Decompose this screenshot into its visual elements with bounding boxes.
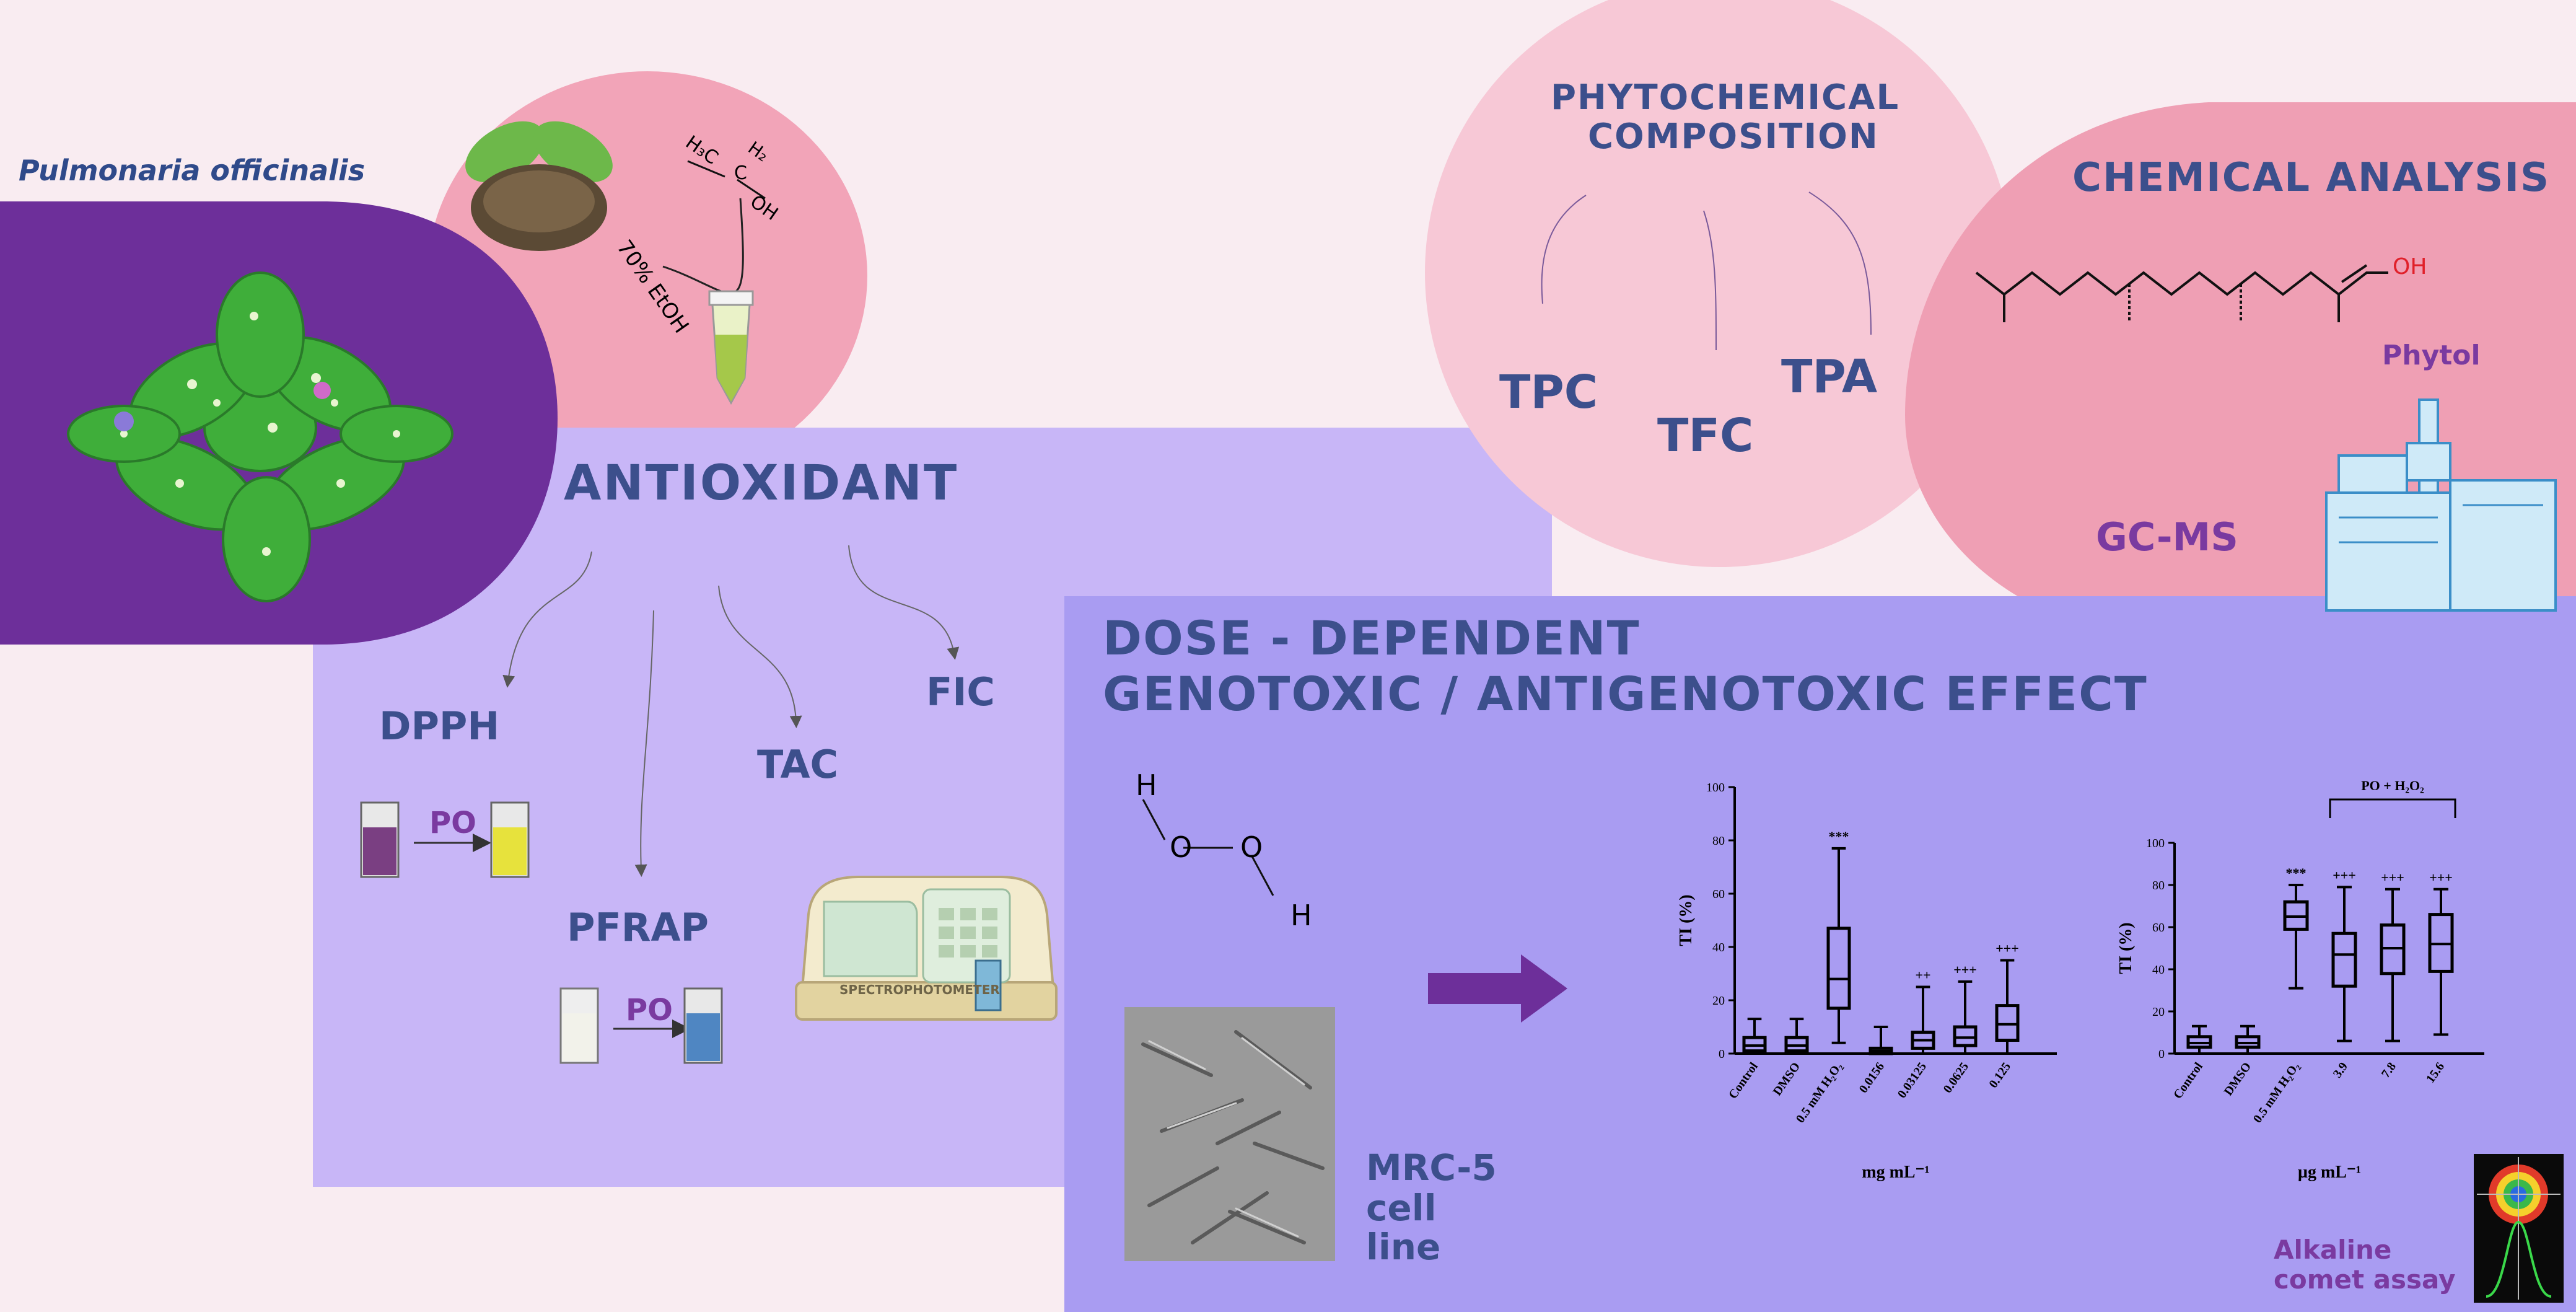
x-tick-label: 0.5 mM H₂O₂ [2251, 1060, 2302, 1125]
y-axis-label: TI (%) [1676, 894, 1696, 946]
antioxidant-arrows [502, 545, 960, 877]
phytochemical-title-1: PHYTOCHEMICAL [1551, 77, 1900, 118]
pfrap-cuvettes [559, 987, 723, 1064]
y-tick-label: 100 [2146, 837, 2165, 850]
plant-icon [67, 271, 453, 602]
x-axis-label: µg mL⁻¹ [2298, 1163, 2361, 1182]
genotox-title-2: GENOTOXIC / ANTIGENOTOXIC EFFECT [1103, 666, 2148, 721]
x-tick-label: Control [2171, 1060, 2206, 1101]
box [1953, 1025, 1978, 1047]
y-tick-label: 60 [2152, 921, 2165, 935]
significance-label: ++ [1915, 967, 1930, 983]
assay-pfrap: PFRAP [567, 905, 709, 950]
phyto-tpc: TPC [1499, 366, 1598, 419]
x-tick-label: Control [1726, 1060, 1761, 1101]
spectrophotometer-label: SPECTROPHOTOMETER [839, 982, 1000, 997]
phytol-oh: OH [2393, 254, 2427, 280]
y-tick-label: 0 [1719, 1047, 1725, 1061]
dpph-po-label: PO [429, 806, 476, 840]
gcms-instrument-icon [2325, 398, 2557, 612]
significance-label: +++ [2333, 867, 2356, 883]
chart2: 0 20 40 60 80 100 TI (%) Control DMSO *** 0.5 mM H… [2088, 778, 2521, 1182]
cell-line-1: MRC-5 [1366, 1147, 1497, 1189]
phyto-tpa: TPA [1781, 350, 1878, 403]
h2o2-h2: H [1290, 899, 1312, 932]
h2o2-o1: O [1170, 830, 1193, 864]
gcms-label: GC-MS [2096, 514, 2238, 560]
h2o2-h1: H [1136, 768, 1157, 802]
y-tick-label: 40 [1712, 941, 1725, 954]
phytochemical-circle [1425, 0, 2013, 567]
h2o2-o2: O [1240, 830, 1263, 864]
chemical-analysis-title: CHEMICAL ANALYSIS [2072, 155, 2551, 201]
y-axis-label: TI (%) [2116, 922, 2136, 974]
x-tick-label: DMSO [2222, 1060, 2254, 1098]
significance-label: *** [2286, 865, 2307, 881]
dried-herb-icon [465, 121, 613, 251]
box [1784, 1036, 1809, 1053]
phytochemical-lines [1541, 192, 1872, 351]
dpph-cuvettes [360, 801, 530, 878]
cell-line-2: cell [1366, 1187, 1437, 1229]
x-tick-label: 15.6 [2424, 1060, 2447, 1085]
pfrap-po-label: PO [626, 993, 673, 1028]
group-bracket [2329, 798, 2456, 818]
x-tick-label: 0.0156 [1857, 1060, 1888, 1096]
significance-label: +++ [2429, 870, 2453, 885]
phyto-tfc: TFC [1657, 409, 1754, 462]
comet-image-icon [2474, 1154, 2564, 1303]
right-arrow-icon [1428, 954, 1567, 1023]
x-axis-label: mg mL⁻¹ [1862, 1163, 1930, 1182]
box [1742, 1036, 1767, 1053]
x-tick-label: 0.125 [1986, 1060, 2013, 1090]
y-tick-label: 80 [1712, 834, 1725, 848]
cell-line-3: line [1366, 1226, 1441, 1268]
x-tick-label: 0.03125 [1895, 1060, 1929, 1101]
significance-label: +++ [2381, 870, 2404, 885]
assay-dpph: DPPH [379, 703, 500, 749]
cell-micrograph [1124, 1007, 1335, 1261]
chart2-svg: 0 20 40 60 80 100 TI (%) Control DMSO *** 0.5 mM H… [2116, 778, 2484, 1182]
x-tick-label: 0.0625 [1941, 1060, 1972, 1096]
genotox-title-1: DOSE - DEPENDENT [1103, 610, 1641, 666]
x-tick-label: DMSO [1771, 1060, 1803, 1098]
phytochemical-title-2: COMPOSITION [1588, 117, 1879, 157]
tube-icon [708, 290, 754, 405]
assay-fic: FIC [926, 669, 995, 715]
h2o2-structure [1142, 799, 1274, 896]
antioxidant-title: ANTIOXIDANT [564, 456, 959, 511]
y-tick-label: 80 [2152, 879, 2165, 892]
phytol-structure [1975, 264, 2388, 322]
x-tick-label: 3.9 [2331, 1060, 2350, 1080]
box [2331, 931, 2357, 988]
y-tick-label: 20 [2152, 1005, 2165, 1019]
significance-label: +++ [1996, 941, 2019, 956]
box [1826, 927, 1851, 1010]
ethanol-c: C [734, 162, 747, 184]
phytol-label: Phytol [2382, 340, 2481, 371]
box [1995, 1004, 2020, 1042]
plant-name: Pulmonaria officinalis [19, 154, 366, 187]
comet-assay-2: comet assay [2274, 1264, 2456, 1295]
y-tick-label: 20 [1712, 994, 1725, 1008]
y-tick-label: 0 [2158, 1047, 2165, 1061]
significance-label: *** [1829, 829, 1849, 844]
significance-label: +++ [1953, 962, 1977, 977]
y-tick-label: 60 [1712, 887, 1725, 901]
y-tick-label: 40 [2152, 963, 2165, 977]
assay-tac: TAC [757, 742, 838, 787]
spectrophotometer-icon [795, 876, 1058, 1021]
comet-assay-1: Alkaline [2274, 1235, 2392, 1265]
x-tick-label: 7.8 [2379, 1060, 2399, 1080]
group-label: PO + H₂O₂ [2361, 778, 2424, 793]
y-tick-label: 100 [1706, 781, 1725, 795]
